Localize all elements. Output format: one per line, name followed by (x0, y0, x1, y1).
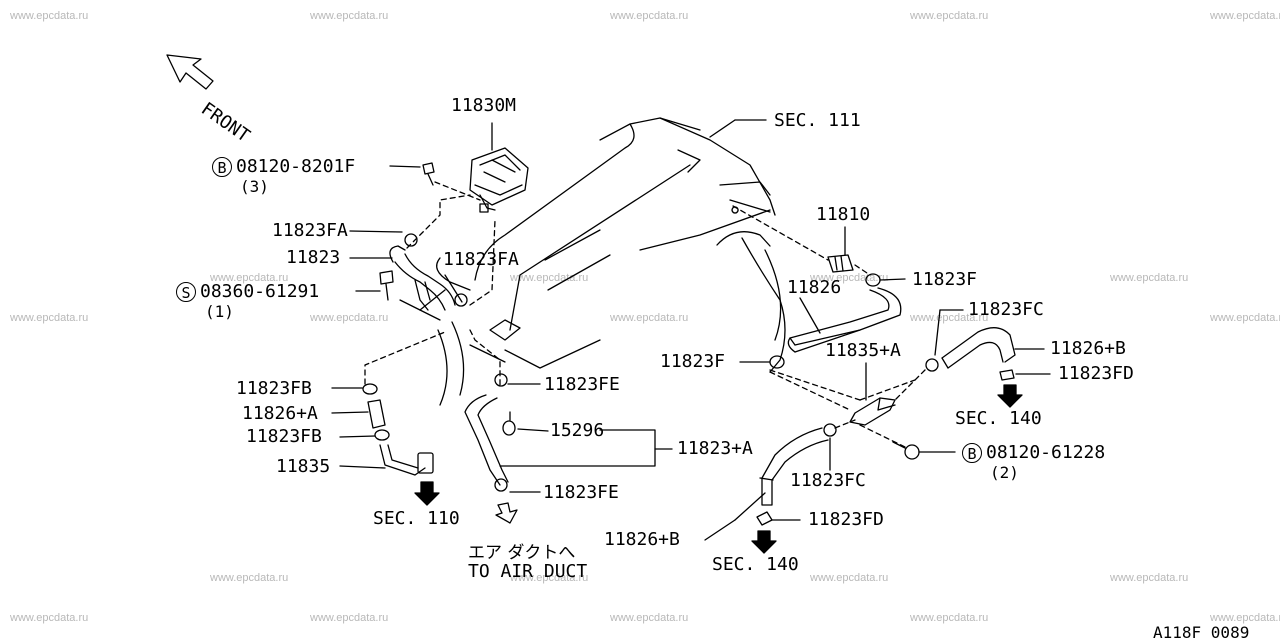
watermark: www.epcdata.ru (510, 572, 589, 584)
section-label-111: SEC. 111 (774, 110, 861, 131)
section-label-110: SEC. 110 (373, 508, 460, 529)
bracket-11835A (850, 363, 895, 425)
sensor-11810 (828, 227, 853, 272)
watermark: www.epcdata.ru (910, 612, 989, 624)
screw-symbol: S (176, 282, 196, 302)
part-label-11835A: 11835+A (825, 340, 901, 361)
watermark: www.epcdata.ru (310, 612, 389, 624)
watermark: www.epcdata.ru (1110, 272, 1189, 284)
clamp-11823FC-2 (824, 424, 836, 470)
part-label-11823FE-2: 11823FE (543, 482, 619, 503)
air-duct-label-jp: エア ダクトへ (468, 543, 576, 563)
part-label-15296: 15296 (550, 420, 605, 441)
part-label-11823F-2: 11823F (660, 351, 726, 372)
bolt-icon (390, 163, 434, 185)
section-label-140: SEC. 140 (955, 408, 1042, 429)
bolt-qty-2: (2) (990, 463, 1019, 482)
pipe-11835 (340, 445, 433, 475)
clamp-11823FB (332, 384, 377, 394)
watermark: www.epcdata.ru (810, 572, 889, 584)
screw-qty: (1) (205, 302, 234, 321)
arrow-down-icon (415, 482, 439, 505)
hose-11826B-2 (705, 428, 828, 540)
arrow-down-icon (752, 531, 776, 553)
part-label-11826: 11826 (787, 277, 842, 298)
watermark: www.epcdata.ru (310, 312, 389, 324)
watermark: www.epcdata.ru (210, 572, 289, 584)
part-label-11823A: 11823+A (677, 438, 753, 459)
watermark: www.epcdata.ru (10, 312, 89, 324)
bolt-icon (893, 442, 955, 459)
watermark: www.epcdata.ru (610, 10, 689, 22)
watermark: www.epcdata.ru (10, 10, 89, 22)
part-label-08120-8201F: 08120-8201F (236, 156, 356, 177)
clamp-11823FB-2 (340, 430, 389, 440)
clamp-11823F-2 (740, 356, 784, 368)
watermark: www.epcdata.ru (210, 272, 289, 284)
hose-11826A (332, 400, 385, 428)
watermark: www.epcdata.ru (1210, 10, 1280, 22)
part-15296 (503, 412, 548, 435)
watermark: www.epcdata.ru (610, 612, 689, 624)
hose-11826 (788, 288, 900, 352)
air-duct-label: TO AIR DUCT (468, 561, 588, 582)
watermark: www.epcdata.ru (10, 612, 89, 624)
part-label-11823: 11823 (286, 247, 341, 268)
part-label-11826B: 11826+B (1050, 338, 1126, 359)
watermark: www.epcdata.ru (910, 312, 989, 324)
part-label-08120-61228: 08120-61228 (986, 442, 1106, 463)
part-label-11823FC: 11823FC (968, 299, 1044, 320)
hose-11823 (390, 234, 467, 320)
screw-icon (356, 271, 393, 300)
part-label-11823FE: 11823FE (544, 374, 620, 395)
part-label-11823FB: 11823FB (236, 378, 312, 399)
outline-arrow-icon (496, 503, 517, 523)
part-label-11823FD: 11823FD (1058, 363, 1134, 384)
clamp-11823FD-2 (757, 512, 800, 525)
part-label-08360-61291: 08360-61291 (200, 281, 320, 302)
front-arrow-icon (167, 55, 213, 89)
clamp-11823F (866, 274, 905, 286)
part-label-11810: 11810 (816, 204, 871, 225)
part-label-11823FD-2: 11823FD (808, 509, 884, 530)
diagram-id: A118F 0089 (1153, 623, 1250, 642)
arrow-down-icon (998, 385, 1022, 407)
part-label-11823FA-2: 11823FA (443, 249, 519, 270)
clamp-11823FD (1000, 370, 1050, 380)
watermark: www.epcdata.ru (610, 312, 689, 324)
watermark: www.epcdata.ru (310, 10, 389, 22)
watermark: www.epcdata.ru (1210, 312, 1280, 324)
hose-11823A (465, 374, 540, 492)
bolt-qty: (3) (240, 177, 269, 196)
part-label-11826B-2: 11826+B (604, 529, 680, 550)
section-label-140-2: SEC. 140 (712, 554, 799, 575)
watermark: www.epcdata.ru (1110, 572, 1189, 584)
watermark: www.epcdata.ru (910, 10, 989, 22)
hose-11826B (942, 328, 1044, 368)
part-label-11823FB-2: 11823FB (246, 426, 322, 447)
part-label-11830M: 11830M (451, 95, 517, 116)
oil-separator-11830M (470, 123, 528, 212)
part-label-11823F: 11823F (912, 269, 978, 290)
part-label-11823FC-2: 11823FC (790, 470, 866, 491)
bolt-symbol: B (962, 443, 982, 463)
watermark: www.epcdata.ru (1210, 612, 1280, 624)
part-label-11835: 11835 (276, 456, 331, 477)
part-label-11826A: 11826+A (242, 403, 318, 424)
part-label-11823FA: 11823FA (272, 220, 348, 241)
watermark: www.epcdata.ru (510, 272, 589, 284)
bolt-symbol: B (212, 157, 232, 177)
clamp-11823FC (926, 310, 963, 371)
